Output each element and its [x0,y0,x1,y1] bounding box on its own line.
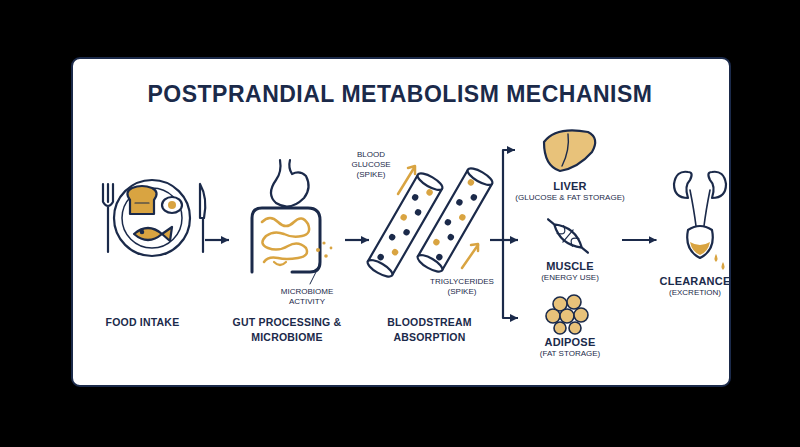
callout-label: MICROBIOME ACTIVITY [278,287,336,307]
flow-arrow [622,239,657,241]
gut-icon [252,160,332,284]
stage-node: CLEARANCE(EXCRETION) [657,160,734,305]
stage-node: MUSCLE(ENERGY USE) [518,218,622,286]
stage-note: (EXCRETION) [669,288,721,298]
blood-vessels [365,165,494,279]
stage-label: MUSCLE [546,260,594,273]
callout-label: BLOOD GLUCOSE (SPIKE) [344,150,398,180]
food-icon [103,180,205,256]
stage-node: LIVER(GLUCOSE & FAT STORAGE) [515,125,625,217]
diagram-title: POSTPRANDIAL METABOLISM MECHANISM [0,80,800,108]
stage-label: LIVER [553,180,586,193]
kidney-bladder-icon [674,172,726,270]
stage-node: ADIPOSE(FAT STORAGE) [518,288,622,364]
stage-label: FOOD INTAKE [106,315,180,330]
panel [72,58,730,386]
adipose-icon [546,295,588,334]
stage-node: GUT PROCESSING & MICROBIOME [229,160,345,350]
flow-arrow [345,239,369,241]
stage-note: (FAT STORAGE) [540,349,600,359]
stage-label: GUT PROCESSING & MICROBIOME [229,315,345,345]
callout-label: TRIGLYCERIDES (SPIKE) [424,277,500,297]
muscle-icon [543,213,593,259]
stage-label: CLEARANCE [660,275,731,288]
flow-arrow [205,239,229,241]
stage-node: BLOODSTREAM ABSORPTION [369,150,490,350]
liver-icon [544,130,595,171]
stage-node: FOOD INTAKE [80,160,205,350]
flow-arrow [490,150,515,240]
stage-note: (GLUCOSE & FAT STORAGE) [515,193,624,203]
stage-label: BLOODSTREAM ABSORPTION [369,315,490,345]
stage-note: (ENERGY USE) [541,273,599,283]
stage-label: ADIPOSE [545,336,596,349]
flow-arrow [490,240,518,318]
